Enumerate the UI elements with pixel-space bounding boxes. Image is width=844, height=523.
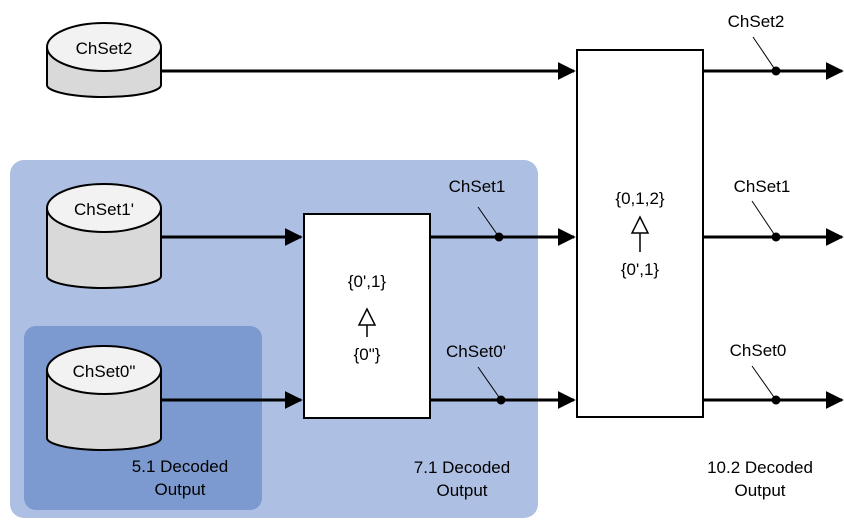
decoder-10-2-top-label: {0,1,2} xyxy=(615,189,664,208)
source-chset1p-label: ChSet1' xyxy=(74,200,134,219)
caption-10-2-line2: Output xyxy=(734,481,785,500)
caption-5-1-line2: Output xyxy=(154,480,205,499)
tap-chset1-mid xyxy=(477,206,504,242)
source-chset2-label: ChSet2 xyxy=(76,39,133,58)
source-chset0pp-cylinder: ChSet0" xyxy=(46,345,162,451)
signal-label-chset2-out: ChSet2 xyxy=(728,12,785,31)
source-chset2-cylinder: ChSet2 xyxy=(46,22,162,98)
caption-10-2-line1: 10.2 Decoded xyxy=(707,458,813,477)
signal-label-chset1-out: ChSet1 xyxy=(734,177,791,196)
tap-chset2-out xyxy=(752,36,781,76)
tap-chset0p-mid xyxy=(477,366,506,405)
source-chset1p-cylinder: ChSet1' xyxy=(46,183,162,289)
tap-chset1-out xyxy=(751,200,781,242)
caption-5-1-line1: 5.1 Decoded xyxy=(132,457,228,476)
decoder-7-1-bottom-label: {0"} xyxy=(354,345,381,364)
caption-7-1-line2: Output xyxy=(436,481,487,500)
source-chset0pp-label: ChSet0" xyxy=(73,362,136,381)
tap-chset0-out xyxy=(751,365,781,405)
caption-7-1-line1: 7.1 Decoded xyxy=(414,458,510,477)
signal-label-chset0-out: ChSet0 xyxy=(730,341,787,360)
decoder-7-1-upgrade-arrow xyxy=(357,307,377,337)
signal-label-chset0p-mid: ChSet0' xyxy=(446,342,506,361)
signal-label-chset1-mid: ChSet1 xyxy=(449,177,506,196)
decoder-10-2-upgrade-arrow xyxy=(630,215,650,252)
decoder-10-2-bottom-label: {0',1} xyxy=(621,260,660,279)
decoder-7-1-top-label: {0',1} xyxy=(348,272,387,291)
